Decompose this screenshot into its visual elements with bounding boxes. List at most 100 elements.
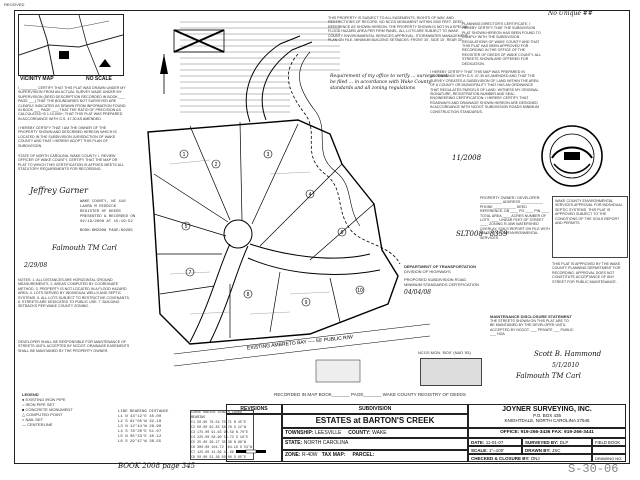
book-page: BOOK:BM2008 PAGE:00265 — [80, 229, 133, 233]
vicinity-map-label: VICINITY MAP — [20, 76, 54, 82]
legend-item: △ COMPUTED POINT — [22, 412, 63, 417]
lot-number: 6 — [341, 230, 344, 236]
table-row: L2 S 61°05'W 32.18 — [118, 420, 162, 424]
signature-right-2: Falmouth TM Carl — [516, 372, 581, 380]
signature-right-date: 5/1/2010 — [552, 362, 579, 369]
county-stamp-box — [420, 358, 482, 386]
legend-item: ○ IRON PIPE SET — [22, 402, 55, 407]
revisions-header: REVISIONS — [226, 404, 282, 414]
dot-line-1: PROPOSED SUBDIVISION ROAD — [404, 277, 467, 282]
dot-signature-date: 04/04/08 — [404, 289, 431, 296]
plat-border — [14, 10, 630, 464]
lot-number-markers — [179, 149, 365, 307]
lot-number: 5 — [185, 224, 188, 230]
dot-certification: DEPARTMENT OF TRANSPORTATION DIVISION OF… — [404, 264, 480, 310]
rdo-label: NCGS MON. 'BOX' (NAD '83) — [418, 350, 471, 355]
fieldbook-value — [592, 446, 626, 454]
certification-block-right-2: I HEREBY CERTIFY THAT THIS MAP WAS PREPA… — [430, 70, 539, 114]
company-name: JOYNER SURVEYING, INC. — [502, 406, 592, 413]
lot-number: 3 — [267, 152, 270, 158]
legend-item: ■ CONCRETE MONUMENT — [22, 407, 73, 412]
wake-county-label: WAKE COUNTY, NC 416 — [80, 200, 126, 204]
company-phone: OFFICE: 919-266-3436 FAX: 919-266-3441 — [468, 428, 626, 438]
table-row: L1 N 43°12'E 45.00 — [118, 415, 162, 419]
professional-seal-icon — [541, 125, 603, 187]
table-row: C6 300.00 104.72 104.19 S 54°W — [191, 446, 253, 450]
dot-line-2: MINIMUM STANDARDS CERTIFICATION — [404, 282, 479, 287]
company-city: KNIGHTDALE, NORTH CAROLINA 27545 — [504, 418, 590, 423]
company-block: JOYNER SURVEYING, INC. P.O. BOX 435 KNIG… — [468, 404, 626, 428]
table-row: L3 N 12°44'W 28.90 — [118, 425, 162, 429]
township-row: TOWNSHIP: LEESVILLE COUNTY: WAKE — [282, 428, 468, 438]
public-row-label: EXISTING AMBRETO BAY ---- 50' PUBLIC R/W — [247, 334, 354, 351]
table-row: L6 S 29°47'W 36.55 — [118, 440, 162, 444]
table-row: C3 175.00 91.63 90.59 N 70°E — [191, 431, 249, 435]
handwritten-right-number: SLT008 - 8359 — [456, 230, 508, 238]
table-row: L4 S 78°20'E 51.07 — [118, 430, 162, 434]
vicinity-map-drawing — [18, 14, 124, 76]
vicinity-map — [18, 14, 124, 76]
checked-cell: CHECKED & CLOSURE BY: DNJ — [468, 454, 592, 462]
lot-number: 2 — [215, 162, 218, 168]
maintenance-disclosure: MAINTENANCE DISCLOSURE STATEMENT THE STR… — [490, 314, 574, 337]
lot-number: 4 — [309, 192, 312, 198]
recorded-line: RECORDED IN MAP BOOK_______ PAGE_______ … — [274, 392, 466, 397]
title-block: REVISIONS SUBDIVISION ESTATES at BARTON'… — [226, 404, 626, 462]
signature-right-1: Scott B. Hammond — [534, 350, 602, 358]
legend: LEGEND ● EXISTING IRON PIPE ○ IRON PIPE … — [22, 392, 102, 452]
signature-date-left: 2/29/08 — [24, 262, 48, 269]
approval-box: WAKE COUNTY ENVIRONMENTAL SERVICES APPRO… — [552, 196, 628, 258]
zone-row: ZONE: R-40W TAX MAP: PARCEL: — [282, 450, 468, 462]
lot-number: 1 — [183, 152, 186, 158]
subdivision-label: SUBDIVISION — [282, 404, 468, 414]
certification-block-right: PLANNING DIRECTOR'S CERTIFICATE. I HEREB… — [462, 22, 541, 66]
scale-cell: SCALE: 1"=100' — [468, 446, 522, 454]
company-po: P.O. BOX 435 — [533, 413, 561, 418]
date-cell: DATE: 11-01-07 — [468, 438, 522, 446]
vicinity-scale-label: NO SCALE — [86, 76, 112, 82]
unique-number-note: No Unique ## — [548, 10, 593, 17]
plat-notes-top: THIS PROPERTY IS SUBJECT TO ALL EASEMENT… — [328, 16, 468, 43]
legend-item: — CENTERLINE — [22, 422, 53, 427]
line-table-header: LINE BEARING DISTANCE — [118, 410, 169, 414]
register-title: REGISTER OF DEEDS — [80, 210, 121, 214]
lot-number: 8 — [247, 292, 250, 298]
signature-left-2: Falmouth TM Carl — [52, 244, 117, 252]
approval-text-right: THIS PLAT IS APPROVED BY THE WAKE COUNTY… — [552, 262, 621, 284]
state-row: STATE: NORTH CAROLINA — [282, 438, 468, 450]
drawing-no-cell: DRAWING NO. — [592, 454, 626, 462]
legend-item: ● EXISTING IRON PIPE — [22, 397, 66, 402]
lot-number: 10 — [357, 288, 363, 294]
fieldbook-cell: FIELD BOOK — [592, 438, 626, 446]
handwritten-note: Requirement of my office to verify ... s… — [330, 74, 448, 91]
surveyor-certificate-text: I, ________ CERTIFY THAT THIS PLAT WAS D… — [18, 86, 126, 121]
handwritten-date-mid: 11/2008 — [452, 154, 482, 162]
maintenance-title: MAINTENANCE DISCLOSURE STATEMENT — [490, 314, 572, 319]
book-page-handwritten: BOOK 2008 page 345 — [118, 462, 196, 470]
lot-number: 7 — [189, 270, 192, 276]
register-presented: PRESENTED & RECORDED ON — [80, 215, 136, 219]
plat-title: ESTATES at BARTON'S CREEK — [282, 414, 468, 428]
legend-item: × NAIL SET — [22, 417, 44, 422]
line-table: LINE BEARING DISTANCE L1 N 43°12'E 45.00… — [118, 410, 188, 458]
dot-title: DEPARTMENT OF TRANSPORTATION — [404, 264, 476, 269]
wake-county-stamp — [315, 359, 361, 383]
table-row: C4 225.00 58.90 58.73 S 18°E — [191, 436, 249, 440]
owner-certificate-text: I HEREBY CERTIFY THAT I AM THE OWNER OF … — [18, 126, 117, 148]
scale-bar — [236, 449, 266, 454]
lot-number: 9 — [305, 300, 308, 306]
review-officer-text: STATE OF NORTH CAROLINA, WAKE COUNTY. I,… — [18, 154, 124, 172]
plat-drawing: 1 2 3 4 5 6 7 8 9 10 EXISTING AMBRETO BA… — [147, 21, 431, 383]
register-datetime: 02/19/2008 AT 15:19:52 — [80, 220, 133, 224]
received-stamp: RECEIVED — [4, 2, 25, 7]
property-owner-block: PROPERTY OWNER / DEVELOPER: ___________ … — [480, 196, 550, 240]
register-of-deeds-box: WAKE COUNTY, NC 416 LAURA M RIDDICK REGI… — [80, 200, 162, 246]
north-arrow-icon — [160, 54, 168, 94]
register-name: LAURA M RIDDICK — [80, 205, 117, 209]
notes-text-left-2: DEVELOPER SHALL BE RESPONSIBLE FOR MAINT… — [18, 340, 130, 353]
revisions-box — [226, 414, 282, 462]
dot-subtitle: DIVISION OF HIGHWAYS — [404, 269, 451, 274]
sheet-stamp: S-30-06 — [568, 462, 619, 476]
table-row: L5 N 05°33'E 40.12 — [118, 435, 162, 439]
surveyed-cell: SURVEYED BY: DLP — [522, 438, 592, 446]
